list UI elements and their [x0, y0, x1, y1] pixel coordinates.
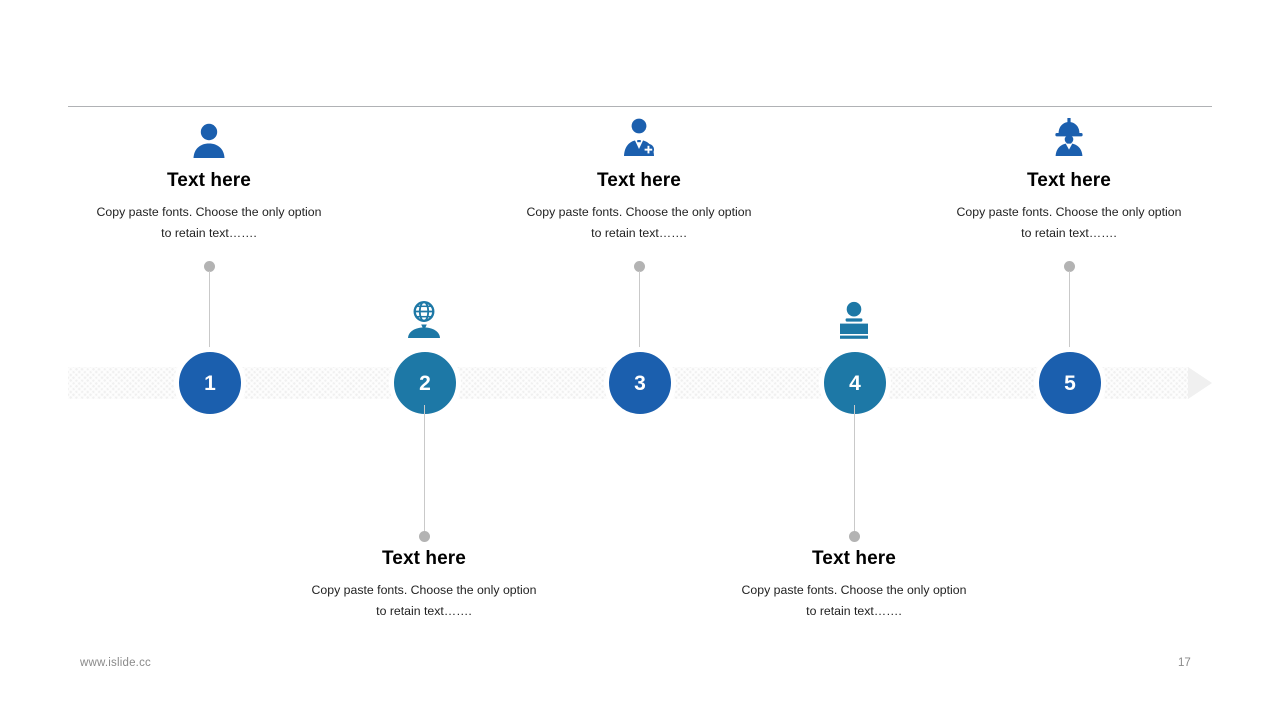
milestone-circle-4[interactable]: 4 — [819, 347, 891, 419]
connector-line-2 — [424, 405, 425, 537]
milestone-number-4: 4 — [849, 371, 861, 395]
milestone-circle-3[interactable]: 3 — [604, 347, 676, 419]
step-body-4: Copy paste fonts. Choose the only option… — [741, 583, 967, 619]
step-title-4: Text here — [812, 548, 896, 569]
connector-dot-1 — [204, 261, 215, 272]
step-title-3: Text here — [597, 170, 681, 191]
step-text-block-1: Text here Copy paste fonts. Choose the o… — [79, 170, 339, 244]
step-text-block-5: Text here Copy paste fonts. Choose the o… — [939, 170, 1199, 244]
milestone-number-2: 2 — [419, 371, 431, 395]
step-text-block-4: Text here Copy paste fonts. Choose the o… — [724, 548, 984, 622]
connector-dot-5 — [1064, 261, 1075, 272]
doctor-icon — [616, 114, 662, 158]
connector-line-5 — [1069, 271, 1070, 363]
step-text-block-2: Text here Copy paste fonts. Choose the o… — [294, 548, 554, 622]
person-desk-icon — [831, 296, 877, 340]
footer-website-link[interactable]: www.islide.cc — [80, 657, 151, 669]
step-title-1: Text here — [167, 170, 251, 191]
user-icon — [186, 116, 232, 160]
step-body-3: Copy paste fonts. Choose the only option… — [526, 205, 752, 241]
construction-worker-icon — [1046, 114, 1092, 158]
milestone-number-5: 5 — [1064, 371, 1076, 395]
step-text-block-3: Text here Copy paste fonts. Choose the o… — [509, 170, 769, 244]
step-body-5: Copy paste fonts. Choose the only option… — [956, 205, 1182, 241]
connector-line-3 — [639, 271, 640, 363]
connector-dot-4 — [849, 531, 860, 542]
step-body-2: Copy paste fonts. Choose the only option… — [311, 583, 537, 619]
top-divider — [68, 106, 1212, 107]
milestone-circle-1[interactable]: 1 — [174, 347, 246, 419]
milestone-number-1: 1 — [204, 371, 216, 395]
milestone-circle-5[interactable]: 5 — [1034, 347, 1106, 419]
footer-page-number: 17 — [1178, 657, 1191, 669]
connector-line-1 — [209, 271, 210, 363]
connector-dot-3 — [634, 261, 645, 272]
milestone-number-3: 3 — [634, 371, 646, 395]
step-title-2: Text here — [382, 548, 466, 569]
timeline-arrow-head — [1188, 367, 1212, 399]
connector-line-4 — [854, 405, 855, 537]
global-person-icon — [401, 296, 447, 340]
connector-dot-2 — [419, 531, 430, 542]
milestone-circle-2[interactable]: 2 — [389, 347, 461, 419]
step-title-5: Text here — [1027, 170, 1111, 191]
step-body-1: Copy paste fonts. Choose the only option… — [96, 205, 322, 241]
